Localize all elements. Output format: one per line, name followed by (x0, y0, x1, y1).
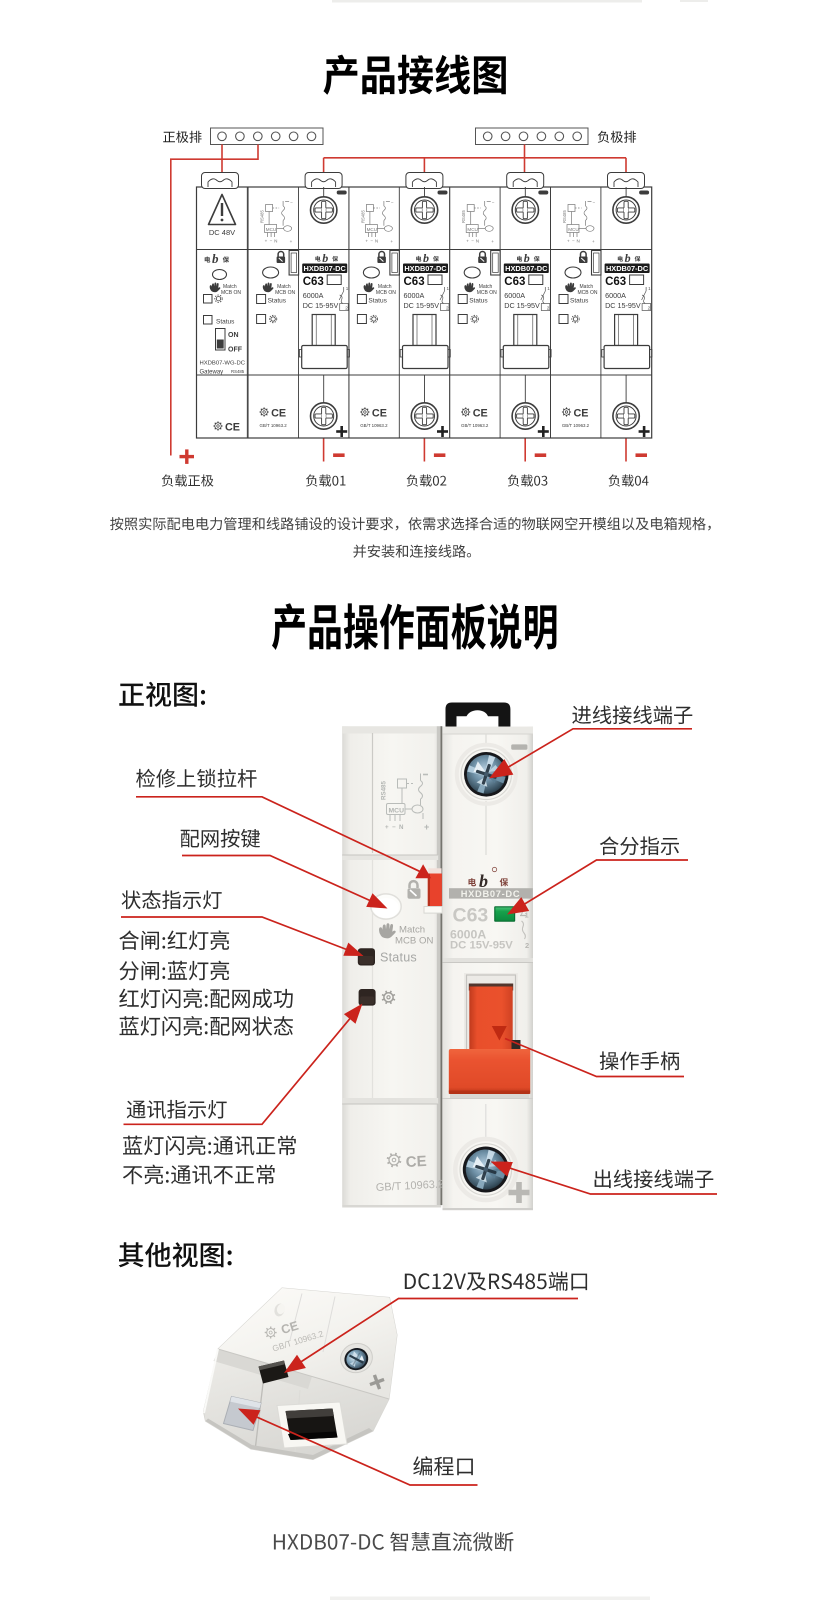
svg-text:C63: C63 (453, 905, 489, 927)
svg-text:RS485: RS485 (231, 369, 245, 374)
svg-text:b: b (212, 251, 219, 266)
svg-text:Gateway: Gateway (200, 370, 224, 376)
svg-text:MCU: MCU (389, 808, 405, 815)
svg-text:HXDB07-DC: HXDB07-DC (461, 889, 521, 899)
svg-text:CE: CE (279, 1318, 300, 1336)
svg-text:GB/T 10963.2: GB/T 10963.2 (376, 1178, 445, 1194)
svg-text:N: N (399, 824, 404, 831)
svg-text:CE: CE (405, 1153, 427, 1171)
svg-text:Match: Match (223, 284, 237, 290)
svg-text:DC 48V: DC 48V (209, 228, 235, 237)
svg-text:ON: ON (228, 332, 239, 339)
svg-text:b: b (479, 871, 488, 891)
svg-text:MCB ON: MCB ON (395, 936, 433, 947)
svg-text:1: 1 (525, 911, 529, 920)
svg-text:6000A: 6000A (450, 928, 486, 942)
svg-text:Match: Match (399, 925, 425, 936)
svg-text:OFF: OFF (228, 347, 243, 354)
svg-text:CE: CE (225, 422, 240, 434)
svg-text:+: + (385, 824, 389, 831)
svg-text:RS485: RS485 (381, 781, 388, 800)
svg-text:+: + (424, 822, 429, 832)
svg-text:DC 15V-95V: DC 15V-95V (450, 940, 513, 952)
svg-text:MCB ON: MCB ON (221, 290, 241, 296)
svg-text:HXDB07-WG-DC: HXDB07-WG-DC (200, 361, 246, 367)
svg-text:Status: Status (216, 319, 235, 326)
svg-text:Status: Status (380, 951, 417, 965)
svg-text:2: 2 (525, 941, 529, 950)
svg-text:−: − (392, 824, 396, 831)
